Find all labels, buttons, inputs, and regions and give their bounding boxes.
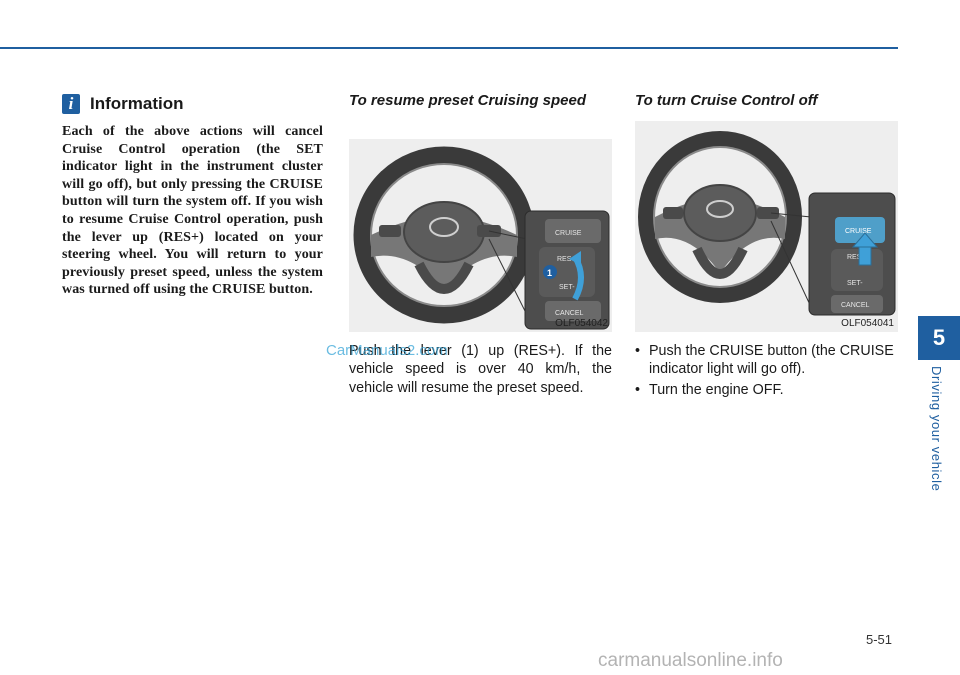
footer-watermark: carmanualsonline.info (598, 650, 783, 671)
figure-code: OLF054041 (841, 318, 894, 329)
steering-wheel-illustration: CRUISE RES+ SET- CANCEL (638, 131, 896, 316)
res-plus-label: RES+ (557, 256, 575, 263)
set-minus-label: SET- (559, 284, 575, 291)
bullet-item: Push the CRUISE button (the CRUISE indic… (635, 342, 898, 379)
information-title: Information (90, 94, 184, 113)
turn-off-bullets: Push the CRUISE button (the CRUISE indic… (635, 342, 898, 401)
information-header: i Information (62, 94, 184, 114)
press-arrow-icon (851, 232, 879, 266)
chapter-number-tab: 5 (918, 316, 960, 360)
bullet-item: Turn the engine OFF. (635, 381, 898, 400)
top-rule (0, 47, 898, 49)
figure-code: OLF054042 (555, 318, 608, 329)
turn-off-figure: CRUISE RES+ SET- CANCEL OLF054041 (635, 121, 898, 332)
cancel-label: CANCEL (841, 302, 870, 309)
turn-off-heading: To turn Cruise Control off (635, 92, 818, 109)
info-icon: i (62, 94, 80, 114)
chapter-label: Driving your vehicle (929, 366, 944, 492)
callout-number: 1 (547, 268, 552, 278)
information-body: Each of the above actions will cancel Cr… (62, 124, 323, 298)
page-number: 5-51 (866, 632, 893, 647)
cancel-label: CANCEL (555, 310, 584, 317)
cruise-label: CRUISE (845, 228, 872, 235)
steering-wheel-illustration: CRUISE RES+ SET- 1 CANCEL (353, 146, 610, 330)
cruise-label: CRUISE (555, 230, 582, 237)
res-plus-label: RES+ (847, 254, 865, 261)
resume-heading: To resume preset Cruising speed (349, 92, 587, 109)
resume-body: Push the lever (1) up (RES+). If the veh… (349, 343, 612, 396)
resume-figure: CRUISE RES+ SET- 1 CANCEL OLF054042 (349, 139, 612, 332)
watermark: CarManuals2.com (326, 342, 448, 359)
set-minus-label: SET- (847, 280, 863, 287)
